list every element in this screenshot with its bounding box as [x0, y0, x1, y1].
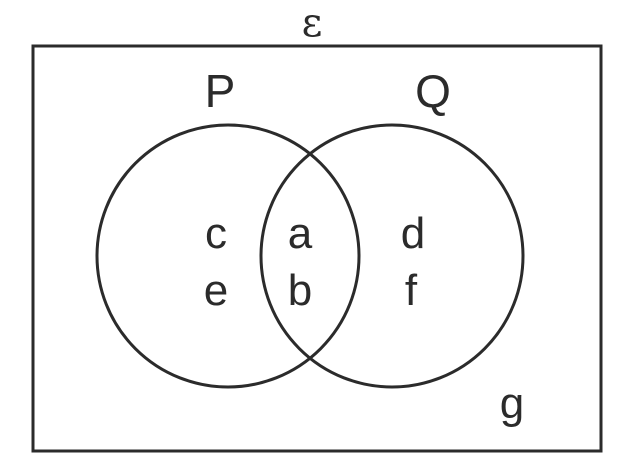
set-p-element: c [205, 209, 227, 258]
set-q-element: d [401, 209, 425, 258]
set-q-circle [259, 123, 525, 389]
universal-set-box [31, 44, 603, 453]
intersection-element: b [288, 266, 312, 315]
set-p-element: e [204, 266, 228, 315]
set-p-label: P [205, 65, 236, 117]
set-p-circle [95, 123, 361, 389]
set-q-element: f [405, 266, 418, 315]
intersection-element: a [288, 209, 313, 258]
set-q-label: Q [415, 65, 451, 117]
outside-element: g [500, 379, 524, 428]
universal-set-symbol: ε [302, 0, 323, 46]
